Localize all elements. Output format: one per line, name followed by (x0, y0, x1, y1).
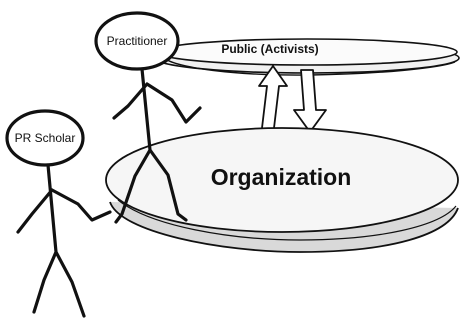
pr-scholar-body (16, 163, 112, 318)
pr-scholar-figure: PR Scholar (5, 109, 112, 318)
pr-scholar-head (5, 109, 85, 167)
public-label: Public (Activists) (221, 42, 318, 56)
practitioner-label: Practitioner (107, 34, 168, 48)
arrow-down-to-organization (293, 69, 327, 133)
practitioner-figure: Practitioner (94, 11, 202, 224)
organization-disc: Organization (105, 127, 459, 253)
pr-scholar-label: PR Scholar (15, 131, 76, 145)
practitioner-head (94, 11, 180, 71)
practitioner-body (112, 67, 202, 224)
organization-label: Organization (211, 164, 352, 190)
arrow-up-to-public (258, 65, 288, 129)
public-disc: Public (Activists) (154, 38, 460, 76)
